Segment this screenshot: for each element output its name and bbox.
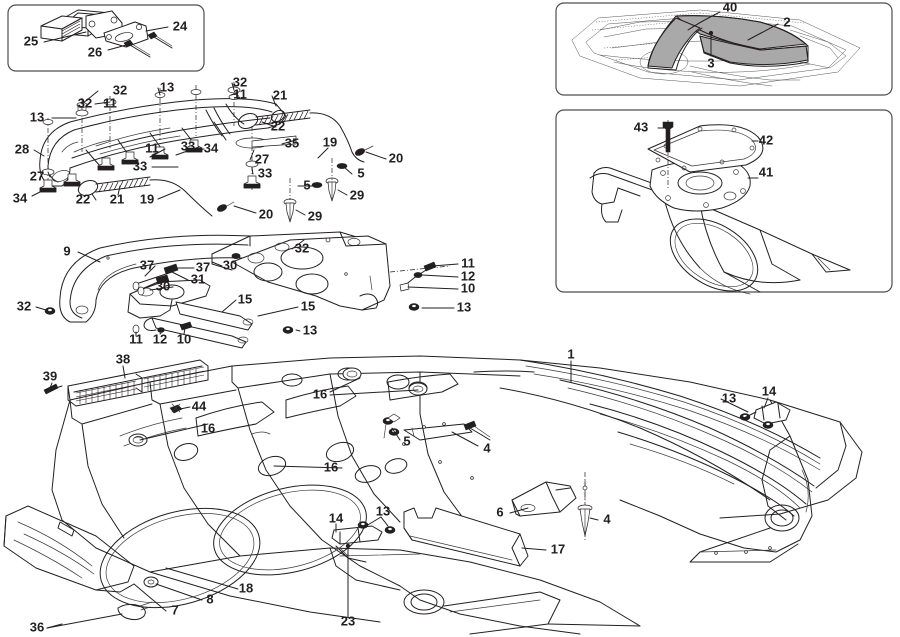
callout-number: 19 (140, 191, 154, 206)
callout-number: 6 (496, 504, 503, 519)
main-chassis-assembly (3, 355, 863, 635)
callout-number: 4 (603, 511, 611, 526)
callout-number: 7 (171, 602, 178, 617)
callout-number: 37 (196, 259, 210, 274)
callout-number: 11 (233, 86, 247, 101)
push-rivet-29b (325, 177, 339, 202)
callout-number: 3 (707, 55, 714, 70)
callout-number: 21 (110, 191, 124, 206)
callout-number: 13 (457, 299, 471, 314)
callout-number: 11 (145, 140, 159, 155)
callout-number: 18 (239, 580, 253, 595)
callout-number: 27 (30, 168, 44, 183)
callout-number: 12 (461, 268, 475, 283)
callout-number: 9 (63, 243, 70, 258)
callout-number: 44 (192, 398, 207, 413)
callout-number: 32 (233, 74, 247, 89)
callout-number: 30 (223, 257, 237, 272)
callout-number: 13 (30, 109, 44, 124)
callout-number: 5 (303, 177, 310, 192)
callout-number: 14 (329, 510, 344, 525)
detail-tunnel-top-view (571, 9, 861, 87)
callout-number: 32 (295, 240, 309, 255)
callout-number: 38 (116, 351, 130, 366)
callout-number: 28 (15, 141, 29, 156)
callout-number: 15 (238, 291, 252, 306)
callout-number: 29 (350, 187, 364, 202)
callout-number: 23 (341, 613, 355, 628)
callout-number: 16 (201, 420, 215, 435)
callout-number: 26 (88, 44, 102, 59)
callout-number: 42 (759, 132, 773, 147)
callout-number: 11 (103, 95, 117, 110)
callout-number: 2 (783, 14, 790, 29)
callout-number: 16 (313, 386, 327, 401)
leader-lines (31, 26, 769, 629)
detail-bearing-housing (589, 120, 851, 295)
panel-top-right-border (555, 2, 893, 96)
callout-number: 11 (461, 255, 475, 270)
callout-number: 43 (634, 119, 648, 134)
callout-number: 35 (285, 135, 299, 150)
callout-number: 24 (173, 18, 188, 33)
callout-number: 31 (191, 271, 205, 286)
callout-number: 32 (113, 82, 127, 97)
callout-number: 10 (461, 280, 475, 295)
callout-number: 12 (153, 331, 167, 346)
callout-number: 5 (403, 433, 410, 448)
callout-number: 17 (551, 541, 565, 556)
callout-number: 30 (156, 278, 170, 293)
leader-dots (345, 543, 351, 549)
grille-38 (67, 359, 209, 407)
callout-number: 20 (389, 150, 403, 165)
callout-number: 15 (301, 298, 315, 313)
callout-number: 20 (259, 206, 273, 221)
callout-number: 32 (78, 95, 92, 110)
callout-number: 19 (323, 134, 337, 149)
callout-number: 4 (483, 440, 491, 455)
callout-number: 32 (17, 298, 31, 313)
callout-number: 8 (206, 591, 213, 606)
callout-number: 13 (303, 322, 317, 337)
callout-number: 27 (255, 151, 269, 166)
callout-number: 13 (160, 79, 174, 94)
push-rivet-29a (283, 198, 297, 223)
callout-number: 29 (308, 208, 322, 223)
callout-number: 37 (140, 257, 154, 272)
detail-bracket-assembly (40, 9, 173, 58)
callout-number: 14 (762, 383, 777, 398)
callout-number: 5 (357, 165, 364, 180)
callout-number: 34 (13, 190, 28, 205)
callout-number: 36 (30, 619, 44, 634)
panel-right-lower-border (555, 109, 893, 293)
callout-number: 25 (24, 33, 38, 48)
callout-number: 13 (722, 390, 736, 405)
panel-top-left-border (7, 4, 205, 72)
callout-number: 39 (43, 368, 57, 383)
callout-number: 1 (567, 346, 574, 361)
callout-number: 16 (324, 459, 338, 474)
callout-number: 34 (204, 140, 219, 155)
callout-number: 40 (723, 0, 737, 14)
upper-bumper-assembly (39, 82, 374, 223)
callout-number: 33 (133, 158, 147, 173)
callout-number: 33 (181, 138, 195, 153)
callout-number: 33 (258, 165, 272, 180)
callout-number: 41 (759, 164, 773, 179)
callout-number: 13 (376, 503, 390, 518)
screw-24b (147, 31, 173, 49)
callout-number: 11 (129, 331, 143, 346)
front-frame-assembly (44, 231, 451, 349)
callout-number: 10 (177, 331, 191, 346)
callout-number: 21 (273, 87, 287, 102)
callout-number: 22 (76, 191, 90, 206)
callout-number: 22 (271, 118, 285, 133)
